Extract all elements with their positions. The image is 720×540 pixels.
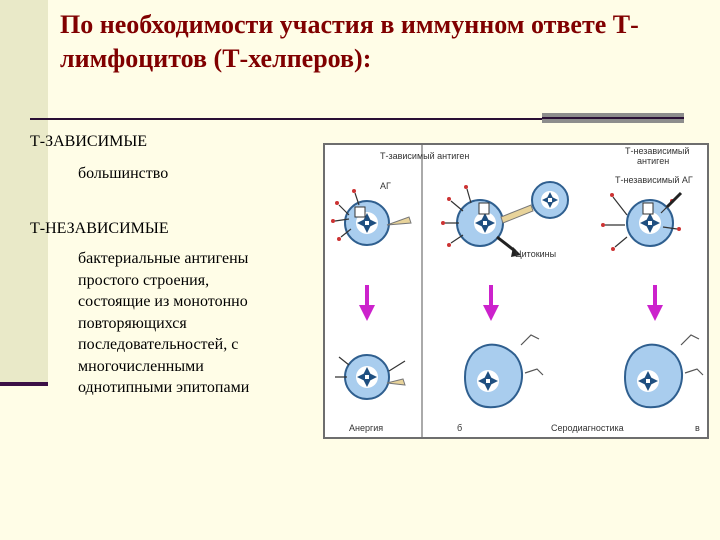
description-line: простого строения, xyxy=(78,271,210,289)
left-decor-line xyxy=(0,382,48,386)
diagram-svg: Т-зависимый антиген Т-независимый антиге… xyxy=(331,145,704,437)
label-t-independent-1: Т-независимый xyxy=(625,146,689,156)
label-t-independent-sub: Т-независимый АГ xyxy=(615,175,693,185)
title-divider-accent-line xyxy=(542,117,684,119)
description-line: состоящие из монотонно xyxy=(78,293,248,310)
label-t-independent-2: антиген xyxy=(637,156,669,166)
cell-b-bottom xyxy=(463,334,544,409)
cell-c-bottom xyxy=(623,334,704,409)
description-line: последовательностей, с xyxy=(78,336,239,353)
t-dependent-description: большинство xyxy=(78,165,169,182)
cell-c-top xyxy=(601,191,683,251)
slide-title: По необходимости участия в иммунном отве… xyxy=(60,10,639,73)
immune-response-diagram: Т-зависимый антиген Т-независимый антиге… xyxy=(323,143,709,439)
label-cytokines: Цитокины xyxy=(515,249,556,259)
label-panel-c: в xyxy=(695,423,700,433)
label-ag: АГ xyxy=(380,181,391,191)
label-t-dependent: Т-зависимый антиген xyxy=(380,151,469,161)
heading-t-dependent: Т-ЗАВИСИМЫЕ xyxy=(30,133,148,150)
label-serology: Серодиагностика xyxy=(551,423,624,433)
cell-a-bottom xyxy=(335,354,406,400)
description-line: бактериальные антигены xyxy=(78,250,249,267)
heading-t-independent: Т-НЕЗАВИСИМЫЕ xyxy=(30,220,169,237)
label-anergy: Анергия xyxy=(349,423,383,433)
cell-a-top xyxy=(331,189,412,246)
cell-b-top: Цитокины xyxy=(441,181,569,259)
left-decor-band xyxy=(0,0,48,385)
t-independent-description: бактериальные антигены простого строения… xyxy=(78,248,318,399)
description-line: повторяющихся xyxy=(78,314,187,332)
description-line: однотипными эпитопами xyxy=(78,379,250,396)
description-line: многочисленными xyxy=(78,357,204,375)
title-divider xyxy=(30,118,542,120)
label-panel-b: б xyxy=(457,423,462,433)
